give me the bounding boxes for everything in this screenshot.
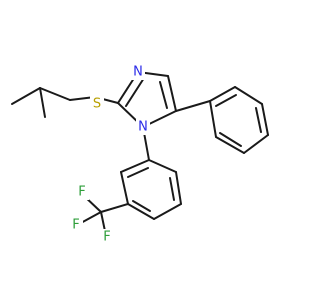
atom-f3: F	[100, 229, 114, 245]
atom-f3-label: F	[103, 230, 110, 245]
bond-ar-1	[148, 159, 177, 173]
atom-s: S	[90, 96, 104, 112]
atom-n1-label: N	[138, 120, 148, 135]
molecule-structure: N S N F F F	[11, 64, 269, 245]
bond-c2-n3-b	[125, 77, 145, 107]
bond-ar-inner-3	[127, 167, 149, 178]
bond-ar-4	[127, 203, 155, 220]
bond-ph-inner-1	[215, 94, 237, 107]
atom-labels: N S N F F F	[69, 64, 150, 245]
bond-ar-5	[120, 171, 129, 205]
bond-ar-2	[175, 171, 182, 205]
bond-ph-2	[234, 86, 263, 105]
atom-s-label: S	[93, 97, 101, 112]
bond-c4-c5-a	[167, 75, 177, 112]
bond-ar-inner-1	[169, 177, 175, 201]
bond-ar-inner-2	[132, 200, 151, 212]
atom-n3: N	[131, 64, 145, 80]
bond-ph-5	[215, 136, 245, 154]
bond-c5-phenyl	[175, 100, 211, 112]
atom-f1: F	[75, 184, 89, 200]
bond-ph-inner-2	[255, 107, 262, 133]
bond-isobutyl-b	[39, 87, 46, 118]
bond-ph-inner-3	[219, 132, 242, 147]
atom-n1: N	[136, 119, 150, 135]
bond-isobutyl-c	[39, 87, 71, 101]
bond-c4-c5-b	[159, 81, 168, 109]
bond-isobutyl-a	[11, 87, 41, 105]
atom-f1-label: F	[78, 185, 85, 200]
bond-ph-6	[209, 100, 217, 138]
bond-ph-4	[243, 134, 269, 154]
atom-f2: F	[69, 217, 83, 233]
atom-f2-label: F	[72, 218, 79, 233]
bond-ar-6	[120, 159, 150, 173]
bonds	[11, 71, 269, 237]
bond-ar-cf3	[100, 203, 129, 213]
bond-ar-3	[153, 203, 182, 220]
atom-n3-label: N	[133, 65, 143, 80]
bond-ph-3	[261, 103, 269, 136]
bond-ph-1	[209, 86, 236, 102]
